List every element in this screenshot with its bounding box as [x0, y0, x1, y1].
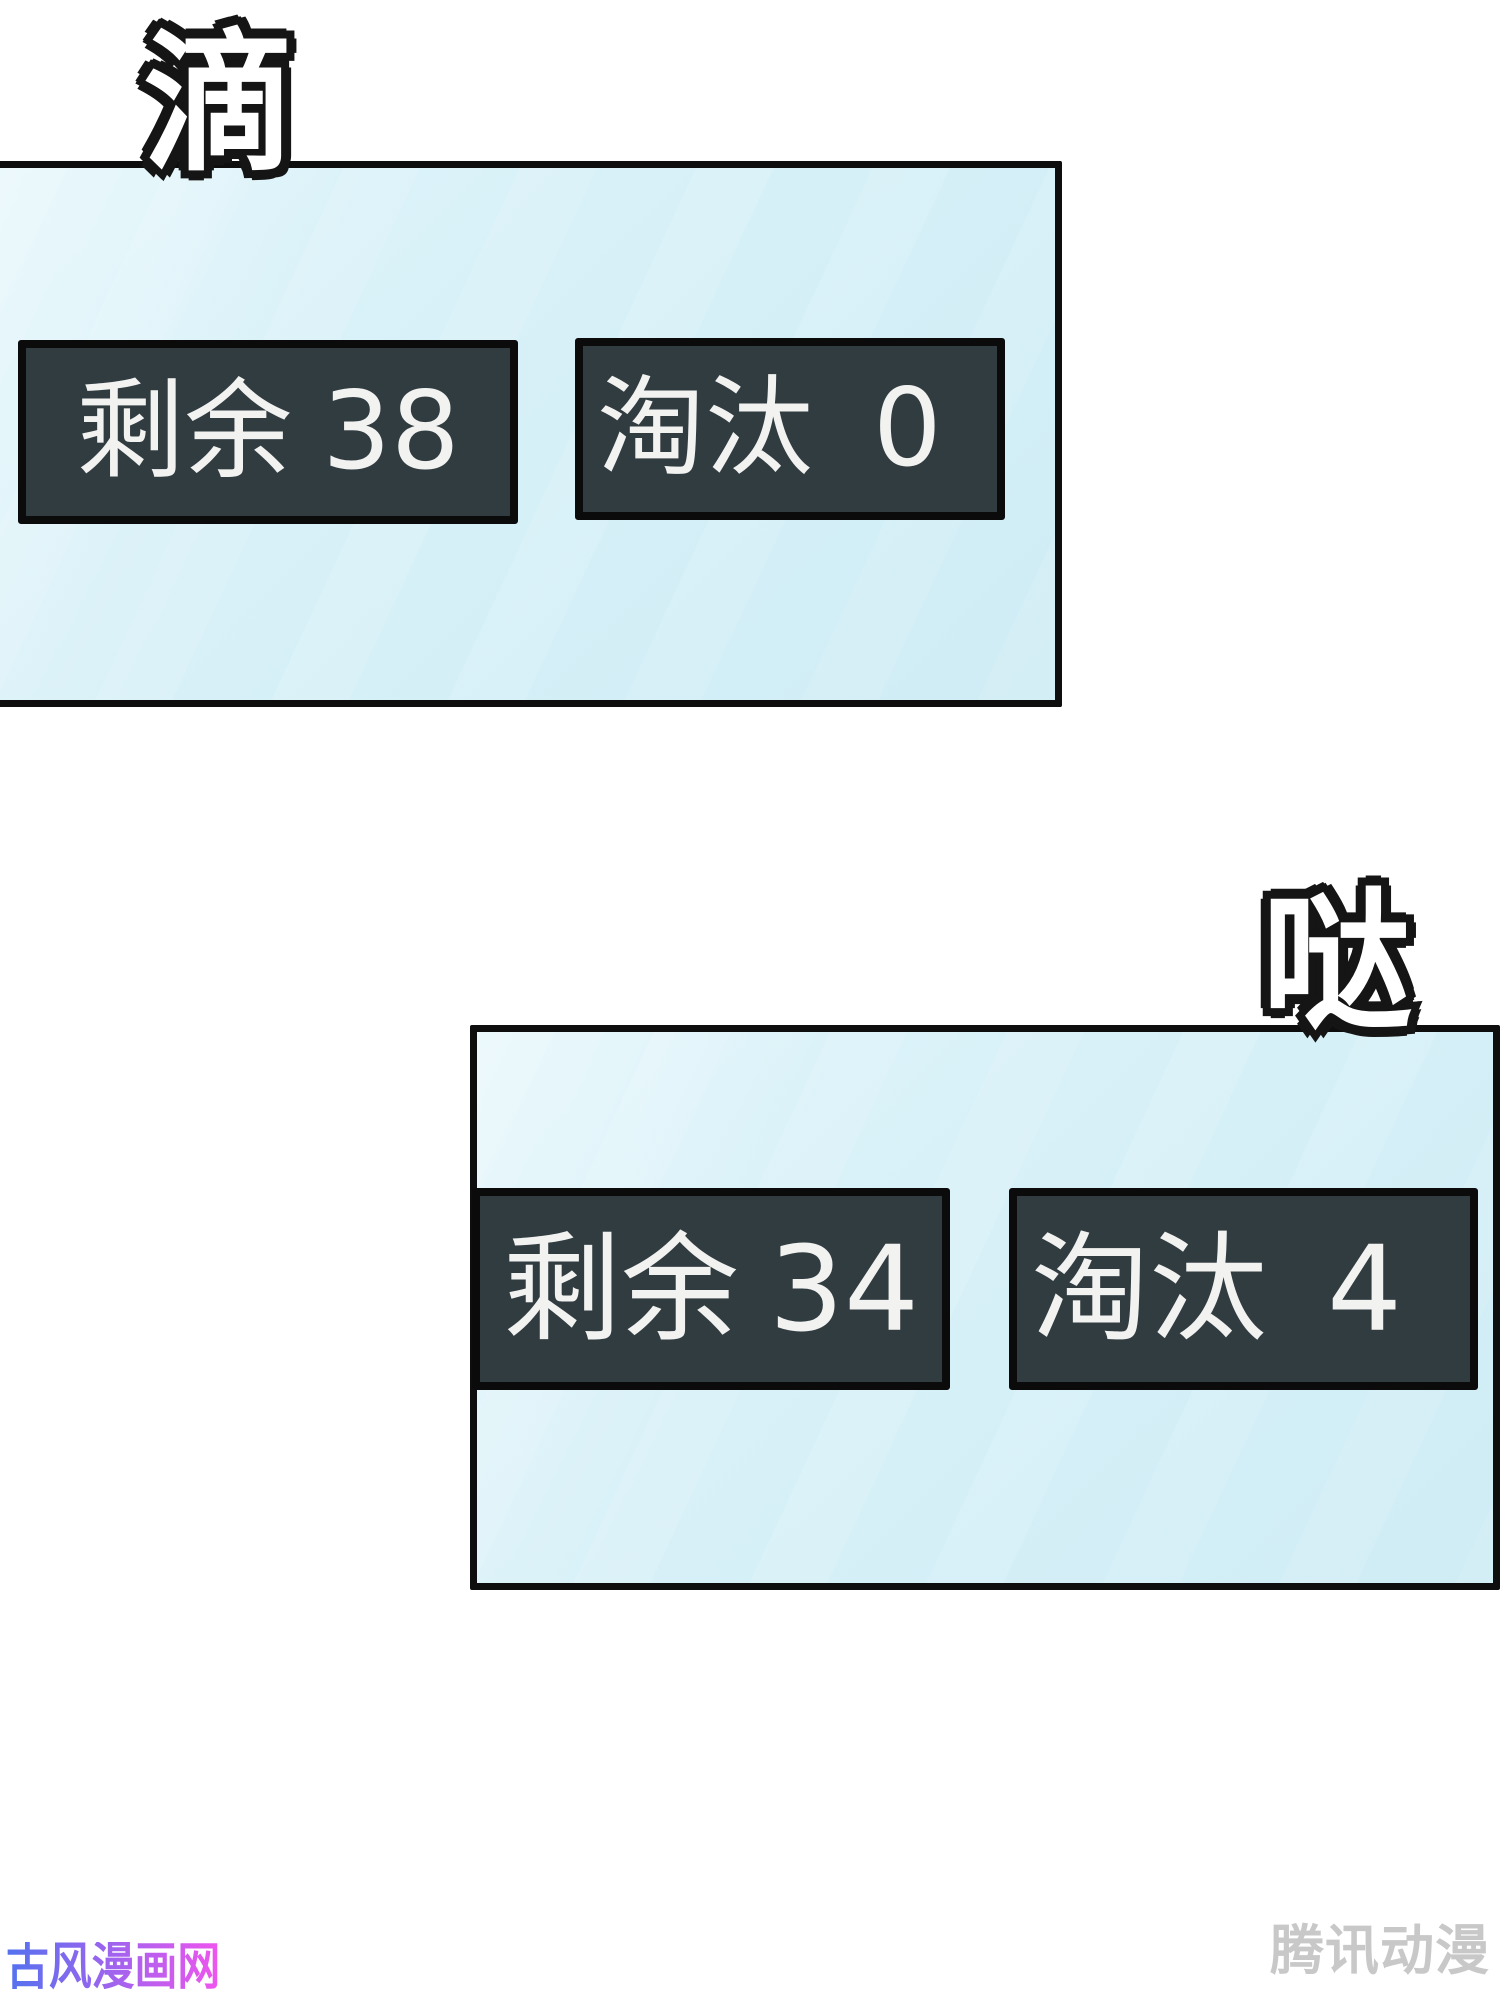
badge-eliminated-value: 4 — [1327, 1220, 1403, 1358]
badge-remaining-value: 38 — [322, 369, 460, 494]
badge-remaining-top: 剩余 38 — [18, 340, 518, 524]
badge-eliminated-label: 淘汰 — [1031, 1220, 1268, 1358]
sfx-glyph: 滴 — [143, 15, 295, 192]
badge-eliminated-top: 淘汰 0 — [575, 338, 1005, 520]
badge-remaining-value: 34 — [768, 1220, 920, 1358]
watermark-tencent-comics: 腾讯动漫 — [1270, 1919, 1490, 1982]
sfx-outline: 滴 — [136, 15, 302, 192]
badge-eliminated-label: 淘汰 — [597, 366, 814, 491]
badge-remaining-label: 剩余 — [502, 1220, 739, 1358]
sfx-drip-sound: 滴 滴 — [136, 15, 302, 192]
badge-eliminated-value: 0 — [873, 366, 942, 491]
sfx-da-sound: 哒 哒 — [1255, 876, 1419, 1050]
watermark-gufeng-manhua: 古风漫画网 — [6, 1938, 221, 1997]
badge-remaining-bottom: 剩余 34 — [472, 1188, 950, 1390]
sfx-glyph: 哒 — [1262, 876, 1413, 1050]
badge-remaining-label: 剩余 — [76, 369, 293, 494]
sfx-outline: 哒 — [1255, 876, 1419, 1050]
badge-eliminated-bottom: 淘汰 4 — [1009, 1188, 1478, 1390]
